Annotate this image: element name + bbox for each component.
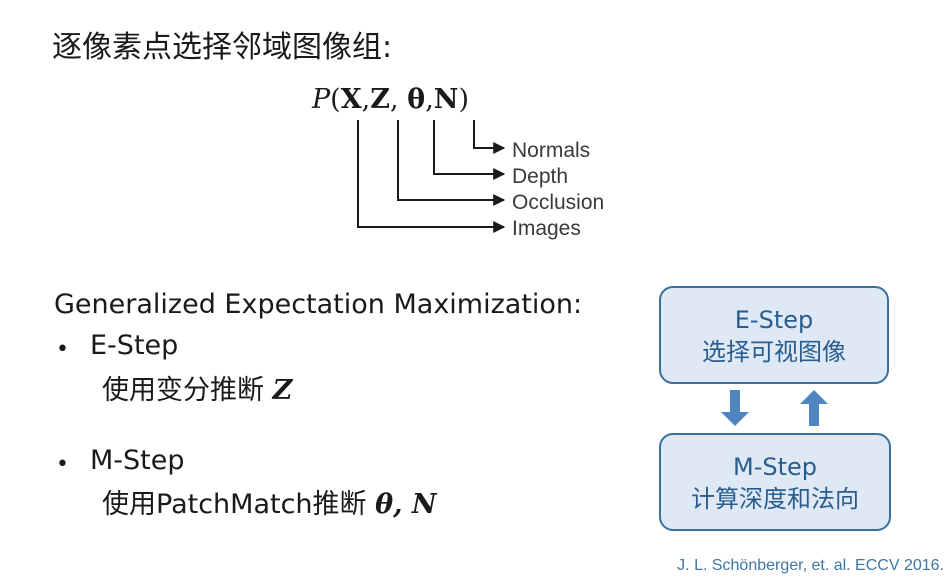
depth-connector xyxy=(433,120,506,180)
m-step-box-text: 计算深度和法向 xyxy=(691,485,859,513)
probability-formula: P(X,Z, θ,N) xyxy=(312,84,470,115)
m-step-box-title: M-Step xyxy=(732,453,817,481)
label-normals: Normals xyxy=(512,139,591,162)
label-depth: Depth xyxy=(512,165,569,188)
label-occlusion: Occlusion xyxy=(512,191,605,214)
images-connector xyxy=(357,120,506,233)
up-arrow-icon xyxy=(800,390,828,426)
gem-heading: Generalized Expectation Maximization: xyxy=(54,289,583,320)
e-step-box: E-Step 选择可视图像 xyxy=(659,286,889,384)
down-arrow-icon xyxy=(721,390,749,426)
occlusion-connector xyxy=(397,120,506,206)
e-step-box-title: E-Step xyxy=(734,306,814,334)
bullet-e-step: • xyxy=(56,337,69,362)
citation: J. L. Schönberger, et. al. ECCV 2016. xyxy=(677,557,944,574)
normals-connector xyxy=(473,120,506,154)
formula-p: P xyxy=(312,84,331,115)
formula-x: X xyxy=(340,84,362,115)
formula-n: N xyxy=(433,84,459,115)
m-step-box: M-Step 计算深度和法向 xyxy=(659,433,891,531)
m-step-description: 使用PatchMatch推断 θ, N xyxy=(102,489,437,520)
iteration-arrows xyxy=(721,390,828,426)
e-step-box-text: 选择可视图像 xyxy=(702,338,846,366)
m-step-math: θ, N xyxy=(375,489,437,520)
slide-title: 逐像素点选择邻域图像组: xyxy=(52,30,393,65)
bullet-m-step: • xyxy=(56,452,69,477)
e-step-math: Z xyxy=(272,375,293,406)
m-step-label: M-Step xyxy=(90,445,185,476)
label-images: Images xyxy=(512,217,581,240)
e-step-label: E-Step xyxy=(90,330,179,361)
e-step-description: 使用变分推断 Z xyxy=(102,375,293,406)
formula-z: Z xyxy=(370,84,390,115)
formula-theta: θ xyxy=(407,84,426,115)
